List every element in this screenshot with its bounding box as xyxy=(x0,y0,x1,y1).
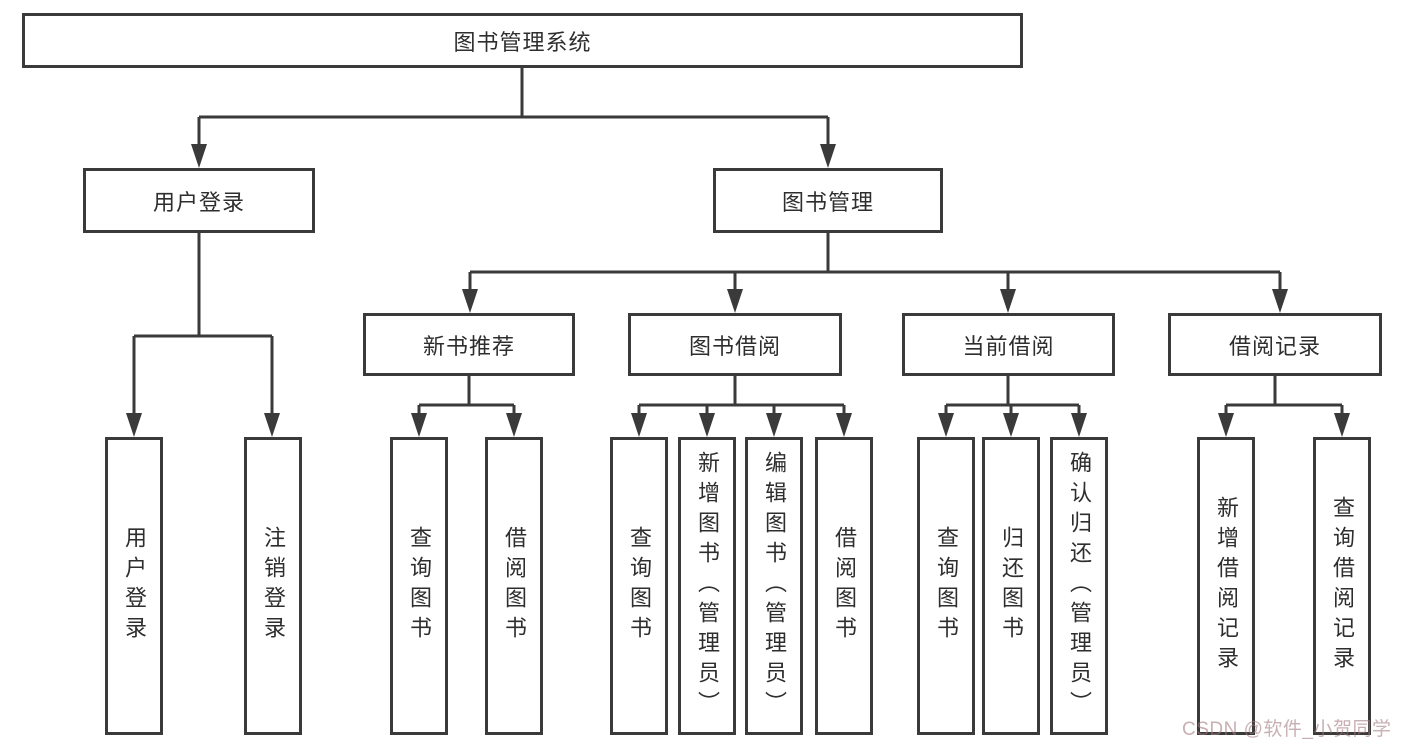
leaf-borrow-books-recommend: 借阅图书 xyxy=(485,437,543,735)
leaf-return-books: 归还图书 xyxy=(982,437,1040,735)
leaf-user-login: 用户登录 xyxy=(105,437,163,735)
node-user-login: 用户登录 xyxy=(83,168,315,233)
leaf-borrow-books-borrowing: 借阅图书 xyxy=(815,437,873,735)
node-current-borrowing: 当前借阅 xyxy=(902,313,1115,376)
node-borrowing-records: 借阅记录 xyxy=(1168,313,1382,376)
leaf-query-books-recommend: 查询图书 xyxy=(390,437,448,735)
node-new-book-recommendation: 新书推荐 xyxy=(363,313,575,376)
node-book-borrowing: 图书借阅 xyxy=(628,313,842,376)
leaf-edit-books-admin: 编辑图书（管理员） xyxy=(745,437,803,735)
csdn-watermark: CSDN @软件_小贺同学 xyxy=(1182,719,1392,740)
node-book-management: 图书管理 xyxy=(713,168,943,233)
tree-edges xyxy=(132,68,1344,418)
leaf-query-books-borrowing: 查询图书 xyxy=(610,437,668,735)
leaf-query-books-current: 查询图书 xyxy=(917,437,975,735)
node-system-root: 图书管理系统 xyxy=(22,13,1023,68)
leaf-add-borrow-record: 新增借阅记录 xyxy=(1197,437,1255,735)
leaf-confirm-return-admin: 确认归还（管理员） xyxy=(1050,437,1108,735)
leaf-query-borrow-record: 查询借阅记录 xyxy=(1313,437,1371,735)
leaf-add-books-admin: 新增图书（管理员） xyxy=(678,437,736,735)
arrow-heads xyxy=(126,144,1350,437)
leaf-logout: 注销登录 xyxy=(244,437,302,735)
